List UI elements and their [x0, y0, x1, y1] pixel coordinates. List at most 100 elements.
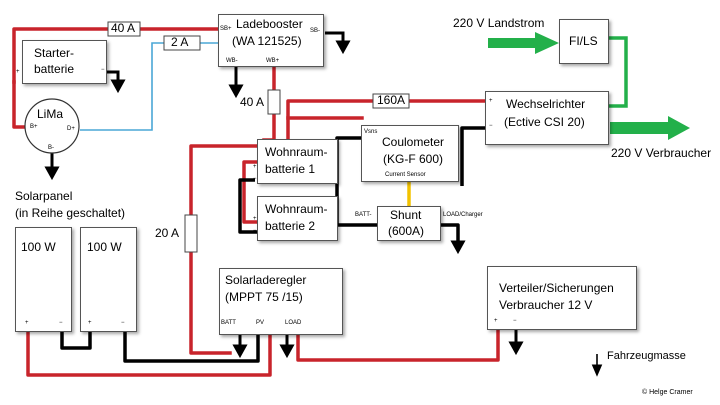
ground-arrow-booster-sb	[325, 31, 351, 55]
wohnraum1-box	[257, 139, 338, 184]
shunt-title: Shunt	[390, 208, 422, 222]
starterbatterie-label-1: Starter-	[34, 46, 75, 60]
ground-arrow-booster-wb	[228, 66, 244, 99]
ground-arrow-starter	[105, 70, 126, 94]
solarladeregler-batt: BATT	[221, 320, 236, 326]
solar-panel-1	[15, 227, 72, 332]
ladebooster-wb-minus: WB-	[226, 58, 238, 64]
wire-solar-positive	[26, 330, 272, 377]
ground-arrows	[44, 31, 603, 377]
solarladeregler-pv: PV	[256, 320, 265, 326]
lima-d-plus: D+	[67, 126, 75, 132]
solarladeregler-title: Solarladeregler	[225, 273, 307, 287]
wohnraum2-box	[257, 196, 338, 241]
solar-panel-1-label: 100 W	[21, 240, 56, 254]
fils-title: FI/LS	[569, 34, 598, 48]
wire-wohnraum1-to-2-negative	[238, 178, 257, 234]
wechselrichter-box	[485, 91, 609, 145]
wohnraum1-label-1: Wohnraum-	[265, 145, 328, 159]
fuse-20a	[184, 214, 198, 253]
wire-wohnraum1-to-2-positive	[242, 160, 262, 224]
solar-panel-2-minus: −	[121, 320, 125, 326]
verteiler-box	[487, 266, 637, 330]
coulometer-box	[361, 125, 459, 182]
wechselrichter-plus: +	[489, 98, 493, 104]
wohnraum1-label-2: batterie 1	[265, 162, 316, 176]
ac-wires	[488, 32, 690, 140]
wechselrichter-title: Wechselrichter	[506, 97, 586, 111]
shunt-model: (600A)	[388, 224, 425, 238]
verteiler-label-1: Verteiler/Sicherungen	[499, 281, 614, 295]
copyright-label: © Helge Cramer	[642, 389, 693, 396]
fuse-symbols	[107, 21, 410, 253]
wire-lima-to-starter	[12, 80, 27, 129]
solar-panel-1-minus: −	[59, 320, 63, 326]
fuse-40a-top	[107, 21, 141, 37]
ladebooster-title: Ladebooster	[236, 17, 303, 31]
wire-fils-to-wechselrichter	[609, 36, 628, 108]
shunt-batt: BATT-	[355, 212, 372, 218]
starterbatterie-label-2: batterie	[34, 62, 75, 76]
verteiler-label-2: Verbraucher 12 V	[499, 298, 593, 312]
fuse-160a	[372, 93, 410, 109]
landstrom-label: 220 V Landstrom	[453, 16, 545, 30]
solarpanel-label-1: Solarpanel	[15, 189, 73, 203]
solarladeregler-model: (MPPT 75 /15)	[225, 290, 303, 304]
wire-wohnraum-bus	[286, 99, 375, 142]
shunt-load: LOAD/Charger	[443, 212, 483, 218]
fuse-40a-mid-label: 40 A	[240, 95, 265, 109]
ground-arrow-legend	[591, 354, 603, 377]
ground-arrow-lima	[44, 152, 60, 181]
ladebooster-box	[218, 14, 324, 67]
shunt-box	[377, 206, 441, 241]
positive-wires	[12, 27, 500, 377]
solar-panel-2-plus: +	[88, 320, 92, 326]
solarpanel-label-2: (in Reihe geschaltet)	[15, 206, 126, 220]
wire-panel-link	[60, 332, 92, 350]
ground-arrow-verteiler	[508, 330, 524, 356]
ground-arrow-load	[279, 335, 295, 359]
fuse-2a	[163, 35, 201, 51]
fuse-20a-label: 20 A	[155, 226, 180, 240]
fuse-40a-top-label: 40 A	[111, 21, 136, 35]
arrow-landstrom-in	[488, 32, 559, 54]
wire-starter-to-booster	[12, 27, 110, 84]
fuse-40a-mid	[267, 89, 281, 115]
wire-signal-d-plus	[80, 42, 164, 131]
wohnraum2-label-1: Wohnraum-	[265, 202, 328, 216]
wohnraum2-minus: −	[253, 228, 257, 234]
wire-shunt-to-wechselrichter	[460, 126, 485, 186]
ladebooster-model: (WA 121525)	[232, 34, 302, 48]
coulometer-sensor: Current Sensor	[385, 172, 426, 178]
wohnraum1-minus: −	[253, 176, 257, 182]
wire-20a-fuse	[189, 144, 264, 217]
starterbatterie-plus: +	[16, 69, 20, 75]
ground-arrow-shunt	[450, 225, 466, 255]
ladebooster-wb-plus: WB+	[266, 58, 280, 64]
coulometer-title: Coulometer	[382, 135, 445, 149]
verbraucher-220-label: 220 V Verbraucher	[611, 146, 712, 160]
wohnraum2-plus: +	[253, 216, 257, 222]
fuse-160a-label: 160A	[377, 93, 406, 107]
solarladeregler-load: LOAD	[285, 320, 302, 326]
fuse-2a-label: 2 A	[171, 35, 189, 49]
wohnraum2-label-2: batterie 2	[265, 219, 316, 233]
verteiler-plus: +	[494, 318, 498, 324]
lima-b-minus: B-	[48, 145, 54, 151]
wohnraum1-plus: +	[253, 164, 257, 170]
fahrzeugmasse-label: Fahrzeugmasse	[607, 350, 686, 362]
lima-b-plus: B+	[30, 124, 38, 130]
ladebooster-sb-minus: SB-	[310, 28, 321, 34]
solar-panel-2-label: 100 W	[87, 240, 122, 254]
wire-load-to-verteiler	[296, 328, 500, 362]
starterbatterie-box	[22, 40, 107, 84]
arrow-verbraucher-out	[610, 116, 690, 140]
solar-panel-1-plus: +	[25, 320, 29, 326]
solarladeregler-box	[219, 268, 343, 335]
starterbatterie-minus: −	[101, 67, 105, 73]
ladebooster-sb-plus: SB+	[220, 26, 232, 32]
lima-circle	[24, 98, 80, 154]
lima-title: LiMa	[37, 107, 64, 121]
wechselrichter-minus: −	[489, 123, 493, 129]
